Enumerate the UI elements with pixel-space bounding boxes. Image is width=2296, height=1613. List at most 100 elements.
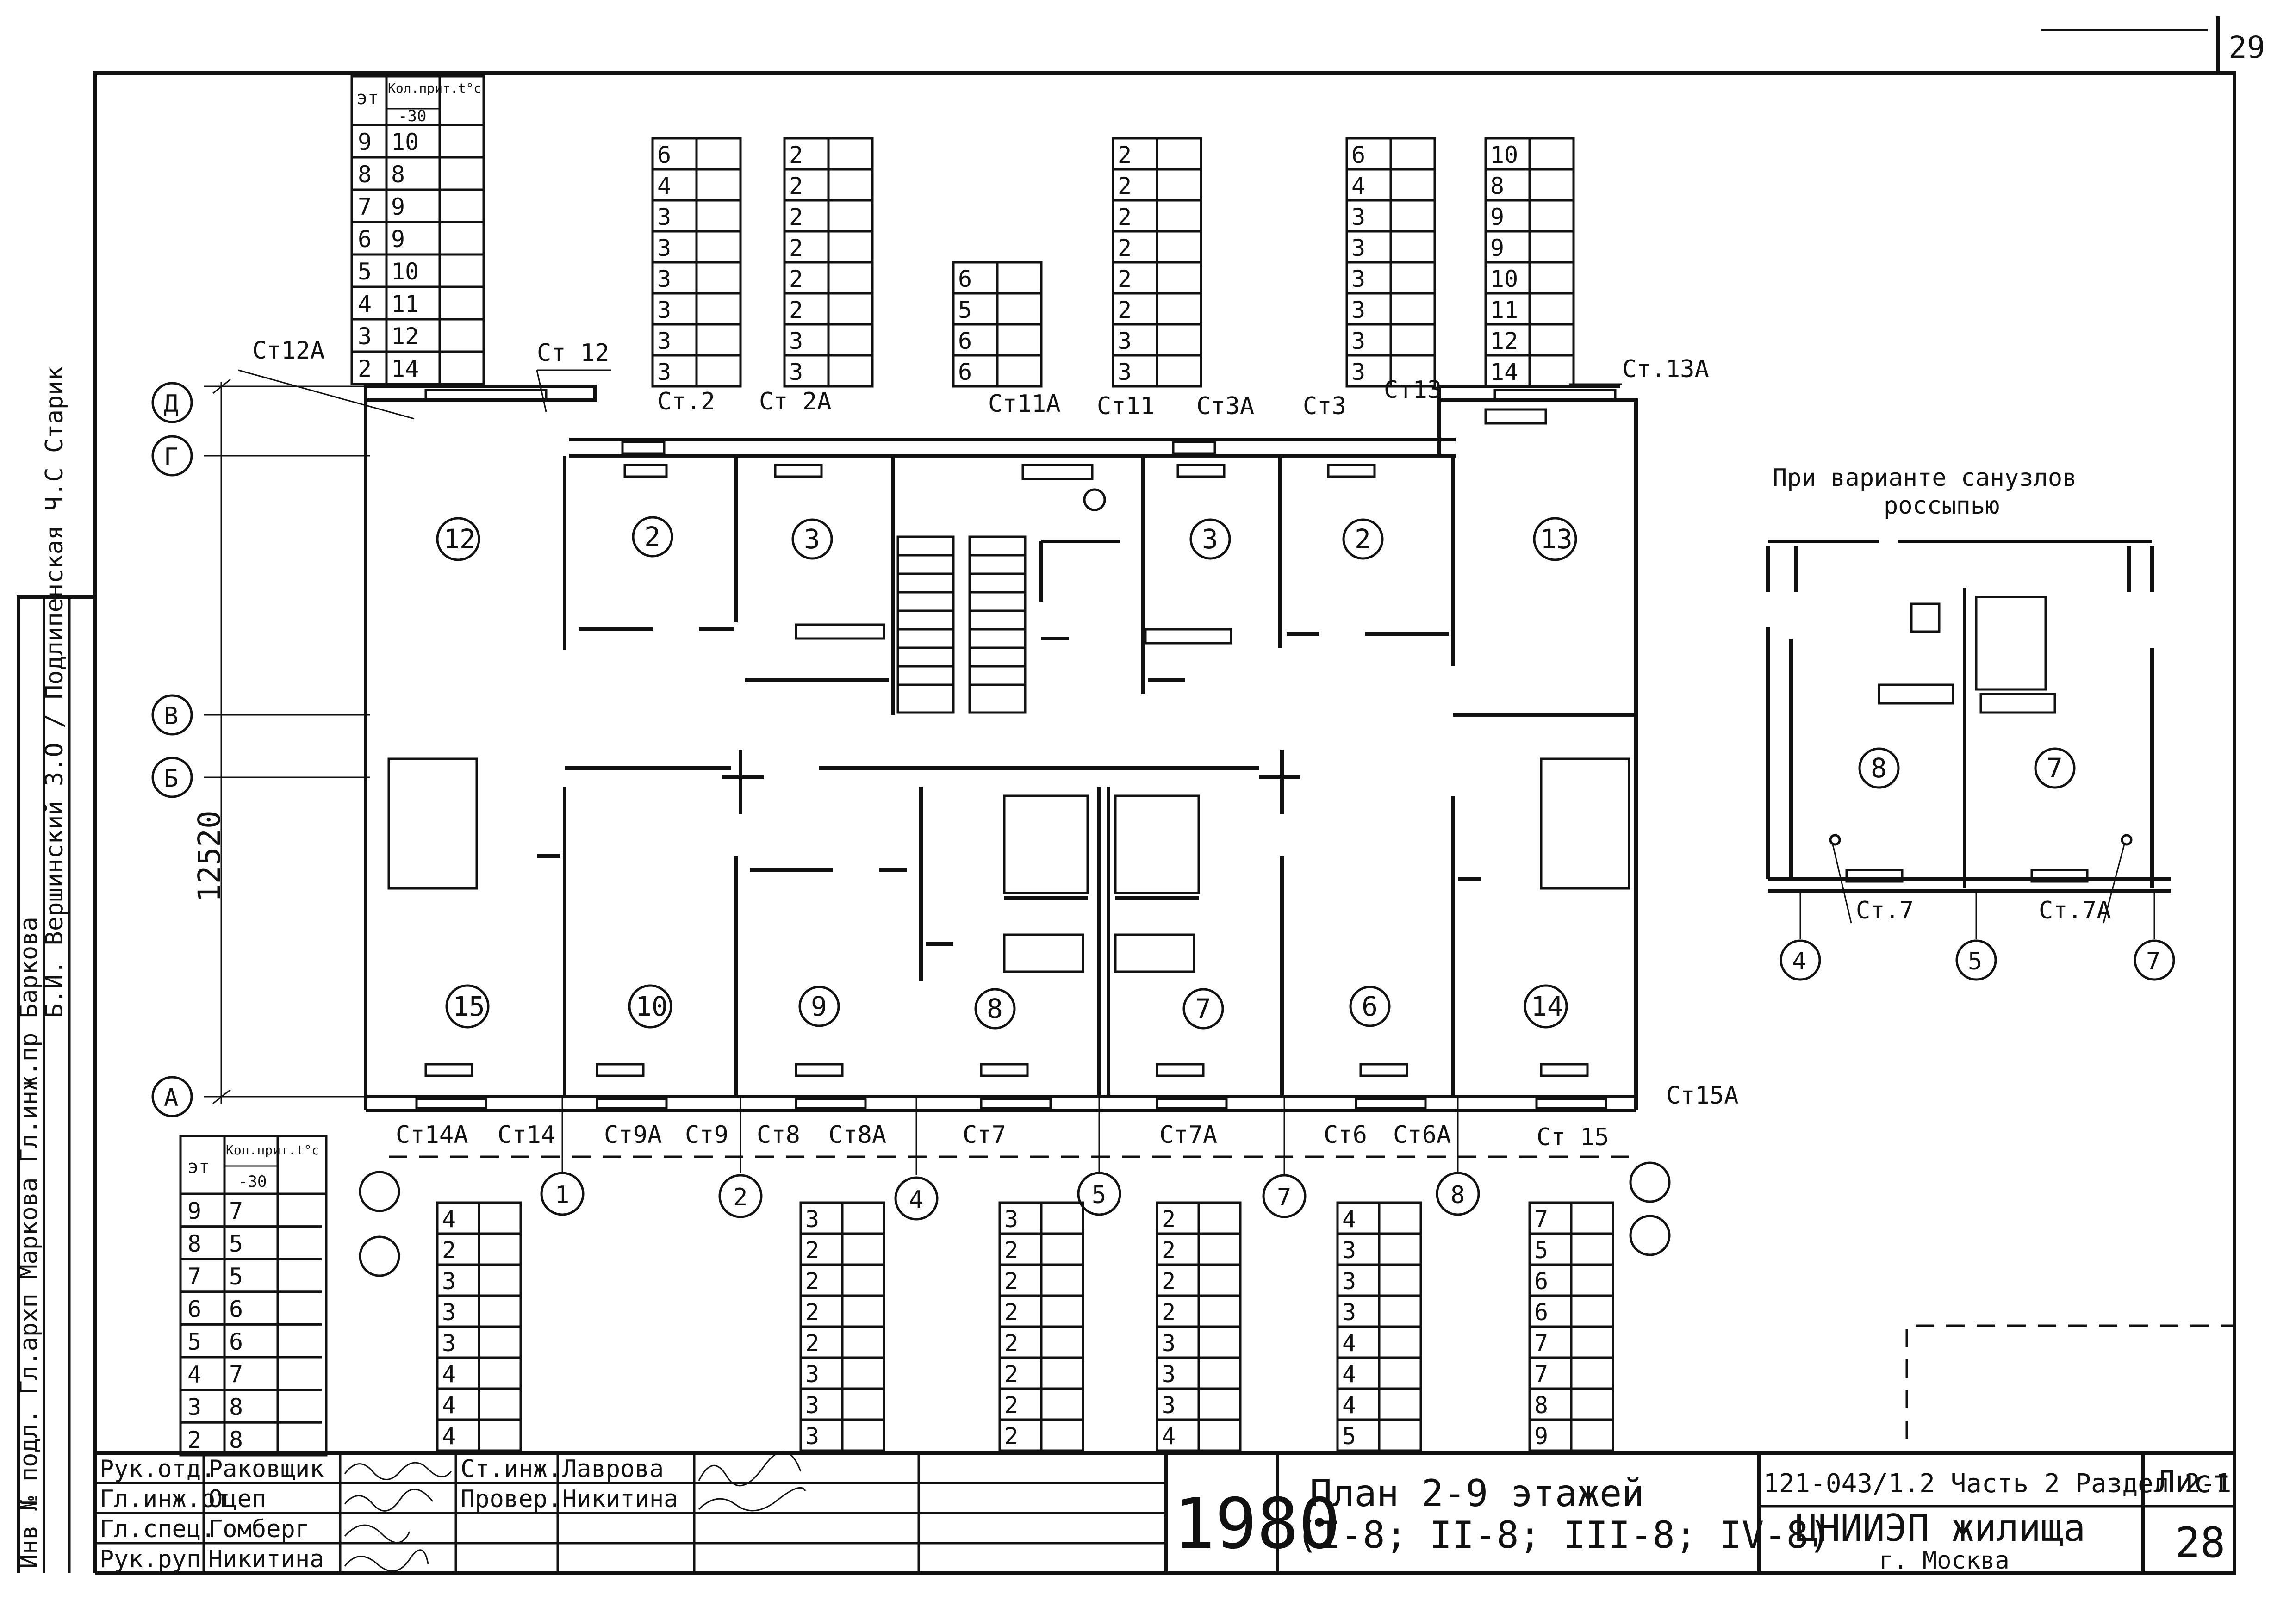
- top-table-count: 10: [391, 129, 419, 155]
- top-riser-column-2-value: 3: [789, 328, 803, 354]
- tb-name-4: Никитина: [208, 1545, 324, 1573]
- bottom-riser-column-5-value: 3: [1342, 1268, 1356, 1295]
- bottom-riser-column-2-value: 2: [805, 1268, 819, 1295]
- variant-axis-4: 4: [1780, 939, 1821, 981]
- top-riser-column-3-value: 6: [958, 359, 972, 385]
- bottom-table-floor: 2: [187, 1427, 201, 1453]
- bottom-riser-column-1-value: 4: [442, 1361, 456, 1388]
- bottom-riser-column-4-value: 4: [1162, 1423, 1176, 1450]
- drawing-year: 1980: [1173, 1484, 1340, 1564]
- top-riser-column-6-value: 14: [1490, 359, 1518, 385]
- bottom-riser-column-6-value: 7: [1534, 1330, 1548, 1357]
- axis-bubble-a: А: [151, 1076, 193, 1117]
- top-riser-column-1-value: 3: [657, 266, 671, 292]
- room-8: 8: [974, 988, 1016, 1030]
- vertical-stamp-main: Инв № подл. Гл.архп Маркова Гл.инж.пр Ба…: [15, 917, 43, 1569]
- bottom-riser-column-3-value: 2: [1004, 1330, 1018, 1357]
- riser-st3a: Ст3А: [1196, 392, 1254, 420]
- room-2-top-label: 2: [644, 521, 660, 552]
- room-8-label: 8: [987, 993, 1003, 1024]
- title-block: Рук.отд. Раковщик Гл.инж.от Оцеп Гл.спец…: [95, 1451, 2234, 1575]
- bottom-table-floor: 8: [187, 1230, 201, 1257]
- top-riser-column-3-value: 5: [958, 297, 972, 323]
- bottom-table-floor: 6: [187, 1296, 201, 1322]
- top-table-count: 14: [391, 355, 419, 382]
- signatures: [344, 1451, 806, 1572]
- top-table-count: 11: [391, 291, 419, 317]
- top-riser-column-6-value: 12: [1490, 328, 1518, 354]
- axis-label-5: 5: [1092, 1181, 1106, 1209]
- top-table-count: 10: [391, 258, 419, 285]
- tb-role-2: Гл.инж.от: [100, 1485, 230, 1513]
- room-14-label: 14: [1531, 991, 1563, 1022]
- bottom-riser-column-3-value: 2: [1004, 1268, 1018, 1295]
- room-10-label: 10: [635, 991, 668, 1022]
- top-riser-column-4-value: 2: [1118, 142, 1132, 168]
- variant-title: При варианте санузлов: [1773, 464, 2077, 492]
- room-2-top: 2: [632, 516, 673, 558]
- bottom-riser-column-1-value: 4: [442, 1423, 456, 1450]
- axis-bubble-b: Б: [151, 757, 193, 798]
- bottom-riser-column-3-value: 2: [1004, 1361, 1018, 1388]
- top-table-header-kol: Кол.прит.t°с: [388, 81, 481, 96]
- top-table-header-temp: -30: [398, 107, 426, 125]
- top-riser-column-5-value: 3: [1351, 235, 1365, 261]
- bottom-riser-column-4-value: 2: [1162, 1206, 1176, 1233]
- room-6-label: 6: [1362, 991, 1378, 1022]
- room-9: 9: [798, 986, 840, 1027]
- room-7: 7: [1182, 988, 1224, 1030]
- top-table-floor: 8: [358, 161, 372, 188]
- bottom-riser-column-2-value: 2: [805, 1330, 819, 1357]
- top-riser-column-2-value: 2: [789, 297, 803, 323]
- top-riser-column-1-value: 6: [657, 142, 671, 168]
- bottom-riser-column-5-value: 3: [1342, 1237, 1356, 1264]
- top-riser-column-3-value: 6: [958, 328, 972, 354]
- bottom-riser-column-1-value: 3: [442, 1268, 456, 1295]
- top-riser-column-1-value: 3: [657, 359, 671, 385]
- axis-bubble-1: 1: [540, 1172, 585, 1216]
- tb-role-1: Рук.отд.: [100, 1455, 215, 1483]
- axis-label-7: 7: [1277, 1184, 1291, 1211]
- top-riser-column-2-value: 3: [789, 359, 803, 385]
- bottom-riser-column-1-value: 4: [442, 1206, 456, 1233]
- variant-room-7-label: 7: [2047, 752, 2063, 784]
- variant-room-8-label: 8: [1871, 752, 1887, 784]
- organization-city: г. Москва: [1879, 1547, 2010, 1575]
- bottom-riser-column-2-value: 3: [805, 1206, 819, 1233]
- axis-bubble-2: 2: [718, 1174, 763, 1218]
- sheet-frame: 29: [93, 16, 2265, 1575]
- room-13: 13: [1533, 517, 1577, 561]
- top-riser-column-2-value: 2: [789, 173, 803, 199]
- room-3-top-left-label: 3: [804, 523, 820, 555]
- top-table-count: 9: [391, 226, 405, 253]
- drawing-title: План 2-9 этажей: [1310, 1472, 1644, 1515]
- bottom-riser-column-5-value: 4: [1342, 1392, 1356, 1419]
- room-2-top-right-label: 2: [1355, 523, 1371, 555]
- variant-inset: При варианте санузлов россыпью 8 7 Ст.7 …: [1766, 464, 2175, 981]
- axis-bubble-7: 7: [1262, 1174, 1307, 1218]
- bottom-riser-column-4-value: 3: [1162, 1330, 1176, 1357]
- top-riser-column-6-value: 9: [1490, 235, 1504, 261]
- riser-st12: Ст 12: [537, 339, 610, 367]
- top-table-floor: 2: [358, 355, 372, 382]
- floor-table-bottom: эт Кол.прит.t°с -30: [179, 1135, 328, 1457]
- axis-label-v: В: [164, 702, 178, 730]
- riser-st15: Ст 15: [1537, 1123, 1609, 1151]
- top-table-floor: 6: [358, 226, 372, 253]
- top-table-count: 8: [391, 161, 405, 188]
- room-10: 10: [628, 984, 672, 1029]
- tb-name-3: Гомберг: [208, 1515, 310, 1543]
- top-riser-column-5-value: 6: [1351, 142, 1365, 168]
- top-riser-column-3-value: 6: [958, 266, 972, 292]
- riser-st9a: Ст9А: [604, 1121, 662, 1149]
- bottom-riser-column-1-value: 4: [442, 1392, 456, 1419]
- bottom-riser-column-2-value: 3: [805, 1392, 819, 1419]
- bottom-riser-column-6-value: 9: [1534, 1423, 1548, 1450]
- bottom-table-count: 6: [229, 1296, 243, 1322]
